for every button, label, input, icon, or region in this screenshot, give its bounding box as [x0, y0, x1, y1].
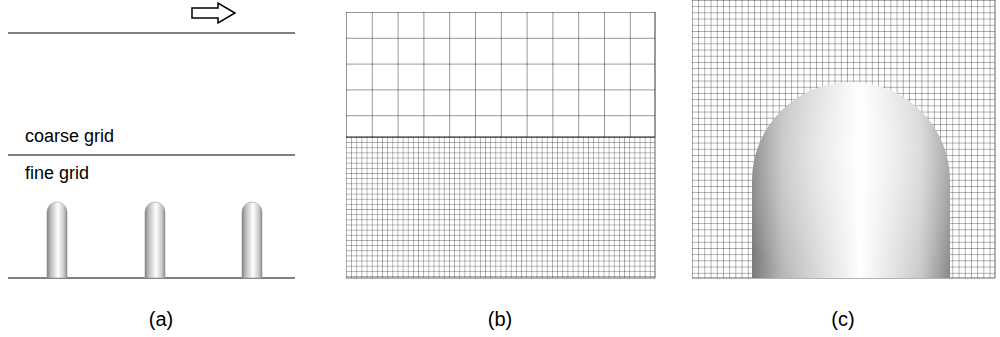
region-label: coarse grid	[25, 127, 114, 145]
top-boundary	[8, 32, 295, 33]
panel-c	[692, 0, 995, 278]
fine-mesh	[692, 0, 995, 278]
coarse-mesh	[346, 12, 655, 137]
grid-interface	[8, 154, 295, 155]
panel-label: (b)	[488, 309, 512, 329]
cylinder	[242, 202, 262, 278]
cylinder-highlight	[752, 82, 950, 278]
fine-mesh	[346, 137, 655, 278]
panel-label: (c)	[831, 309, 854, 329]
region-label: fine grid	[25, 164, 89, 182]
cylinder	[145, 202, 165, 278]
flow-arrow	[192, 3, 235, 23]
panel-b	[346, 12, 655, 278]
panel-a	[8, 3, 295, 278]
panel-label: (a)	[149, 309, 173, 329]
cylinder-closeup	[752, 82, 950, 278]
cylinder	[47, 202, 67, 278]
